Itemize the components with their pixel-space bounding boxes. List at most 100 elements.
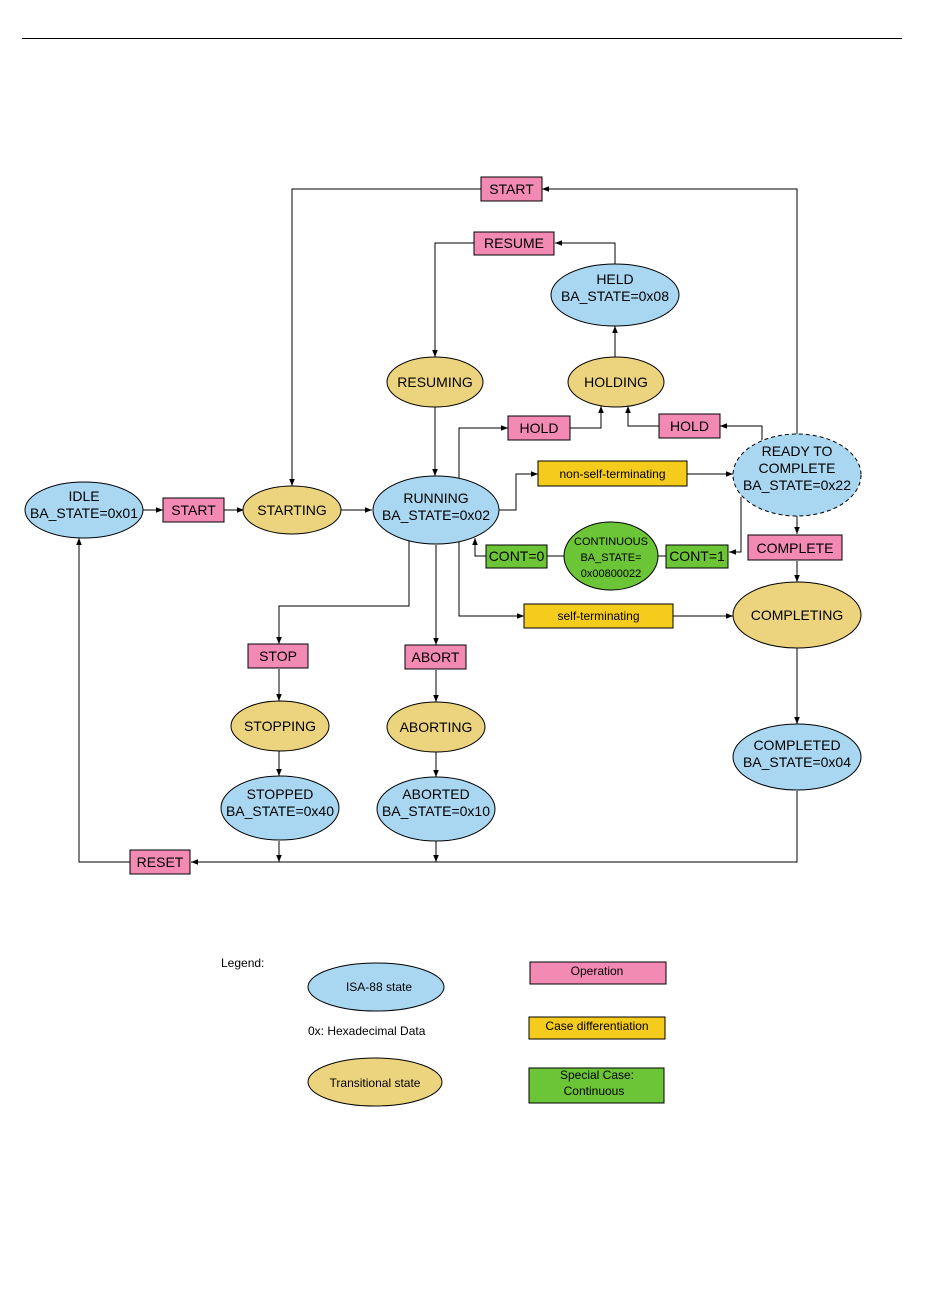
arrow-resume-to-resuming (432, 242, 474, 357)
case-self-terminating-label: self-terminating (557, 609, 639, 623)
state-ready-label-2: COMPLETE (758, 460, 835, 476)
state-completing-shape (732, 581, 862, 649)
state-completing: COMPLETING (732, 581, 862, 649)
state-holding: HOLDING (567, 356, 665, 408)
arrow-ready-to-start-top (542, 186, 798, 436)
state-completed-code: BA_STATE=0x04 (743, 754, 851, 770)
state-idle-label: IDLE (68, 488, 99, 504)
legend-isa88-swatch (307, 962, 445, 1012)
state-idle-code: BA_STATE=0x01 (30, 505, 138, 521)
op-resume: RESUME (473, 231, 555, 256)
state-running-label: RUNNING (403, 490, 468, 506)
arrow-held-to-resume (555, 240, 616, 264)
legend-transitional-swatch (307, 1057, 443, 1107)
arrow-completed-to-reset (191, 791, 798, 865)
legend-special-label-1: Special Case: (560, 1068, 634, 1082)
state-idle-shape (24, 481, 144, 539)
state-holding-label: HOLDING (584, 374, 648, 390)
state-completed-shape (732, 723, 862, 791)
state-idle: IDLE BA_STATE=0x01 (24, 481, 144, 539)
state-held: HELD BA_STATE=0x08 (550, 263, 680, 327)
state-aborted-label: ABORTED (402, 786, 469, 802)
op-abort-label: ABORT (412, 649, 460, 665)
legend-special-swatch (528, 1067, 665, 1104)
legend-case-swatch (528, 1016, 666, 1040)
legend-special-label-2: Continuous (564, 1084, 625, 1098)
op-hold-left: HOLD (507, 415, 571, 441)
state-aborted-code: BA_STATE=0x10 (382, 803, 490, 819)
state-held-label: HELD (596, 271, 633, 287)
arrow-cont0-to-running (472, 538, 486, 557)
legend-case-label: Case differentiation (545, 1019, 648, 1033)
svg-text:BA_STATE=0x01: BA_STATE=0x01 (30, 505, 138, 521)
legend-title: Legend: (221, 956, 264, 970)
state-starting-shape (242, 485, 342, 535)
op-cont0: CONT=0 (485, 544, 548, 569)
state-aborted: ABORTED BA_STATE=0x10 (376, 776, 496, 842)
arrow-ready-to-hold (720, 423, 763, 440)
state-aborting-label: ABORTING (400, 719, 473, 735)
op-reset: RESET (129, 849, 191, 875)
op-start-idle: START (162, 497, 225, 523)
case-non-self-terminating-label: non-self-terminating (559, 467, 665, 481)
arrow-running-to-hold (458, 425, 508, 490)
case-non-self-terminating: non-self-terminating (537, 460, 688, 487)
op-hold-right-label: HOLD (670, 418, 709, 434)
legend-operation-swatch (529, 961, 667, 985)
op-stop-label: STOP (259, 648, 297, 664)
arrow-hold-right-to-holding (625, 406, 659, 427)
op-hold-right: HOLD (658, 413, 721, 439)
case-self-terminating: self-terminating (523, 603, 674, 629)
header-rule (22, 38, 902, 39)
legend: Legend: ISA-88 state 0x: Hexadecimal Dat… (221, 956, 667, 1107)
op-abort: ABORT (404, 644, 467, 670)
op-start-top: START (480, 176, 543, 202)
op-cont1: CONT=1 (665, 544, 729, 569)
state-continuous-code-2: 0x00800022 (581, 568, 642, 580)
state-starting: STARTING (242, 485, 342, 535)
state-ready-label-1: READY TO (762, 443, 833, 459)
state-stopping-shape (230, 700, 330, 752)
arrow-reset-to-idle (76, 538, 130, 863)
op-complete: COMPLETE (747, 534, 843, 561)
state-continuous-shape (563, 521, 659, 591)
arrow-running-to-selfterm (458, 530, 524, 619)
legend-operation-label: Operation (571, 964, 624, 978)
connectors (76, 186, 800, 865)
state-running: RUNNING BA_STATE=0x02 (372, 475, 500, 545)
state-held-code: BA_STATE=0x08 (561, 288, 669, 304)
state-resuming-shape (386, 356, 484, 408)
arrow-start-top-to-starting (289, 188, 481, 486)
state-ready-to-complete-shape (732, 433, 862, 517)
state-completing-label: COMPLETING (751, 607, 844, 623)
state-aborted-shape (376, 776, 496, 842)
state-stopped-code: BA_STATE=0x40 (226, 803, 334, 819)
state-ready-code: BA_STATE=0x22 (743, 477, 851, 493)
state-running-shape (372, 475, 500, 545)
op-stop: STOP (247, 643, 309, 669)
svg-text:IDLE: IDLE (68, 488, 99, 504)
legend-isa88-label: ISA-88 state (346, 980, 412, 994)
state-completed-label: COMPLETED (753, 737, 840, 753)
op-reset-label: RESET (137, 854, 184, 870)
arrow-hold-to-holding (570, 406, 604, 429)
arrow-running-to-stop (276, 541, 410, 644)
state-aborting: ABORTING (386, 701, 486, 753)
arrow-ready-to-cont1 (729, 497, 742, 555)
state-starting-label: STARTING (257, 502, 327, 518)
state-held-shape (550, 263, 680, 327)
arrow-running-to-nonself (499, 471, 538, 511)
op-complete-label: COMPLETE (756, 540, 833, 556)
legend-transitional-label: Transitional state (330, 1076, 421, 1090)
op-cont0-label: CONT=0 (489, 548, 545, 564)
state-continuous: CONTINUOUS BA_STATE= 0x00800022 (563, 521, 659, 591)
state-continuous-label: CONTINUOUS (574, 536, 648, 548)
state-resuming-label: RESUMING (397, 374, 472, 390)
state-stopped-label: STOPPED (247, 786, 314, 802)
state-aborting-shape (386, 701, 486, 753)
state-holding-shape (567, 356, 665, 408)
op-start-top-label: START (489, 181, 534, 197)
op-hold-left-label: HOLD (520, 420, 559, 436)
state-completed: COMPLETED BA_STATE=0x04 (732, 723, 862, 791)
